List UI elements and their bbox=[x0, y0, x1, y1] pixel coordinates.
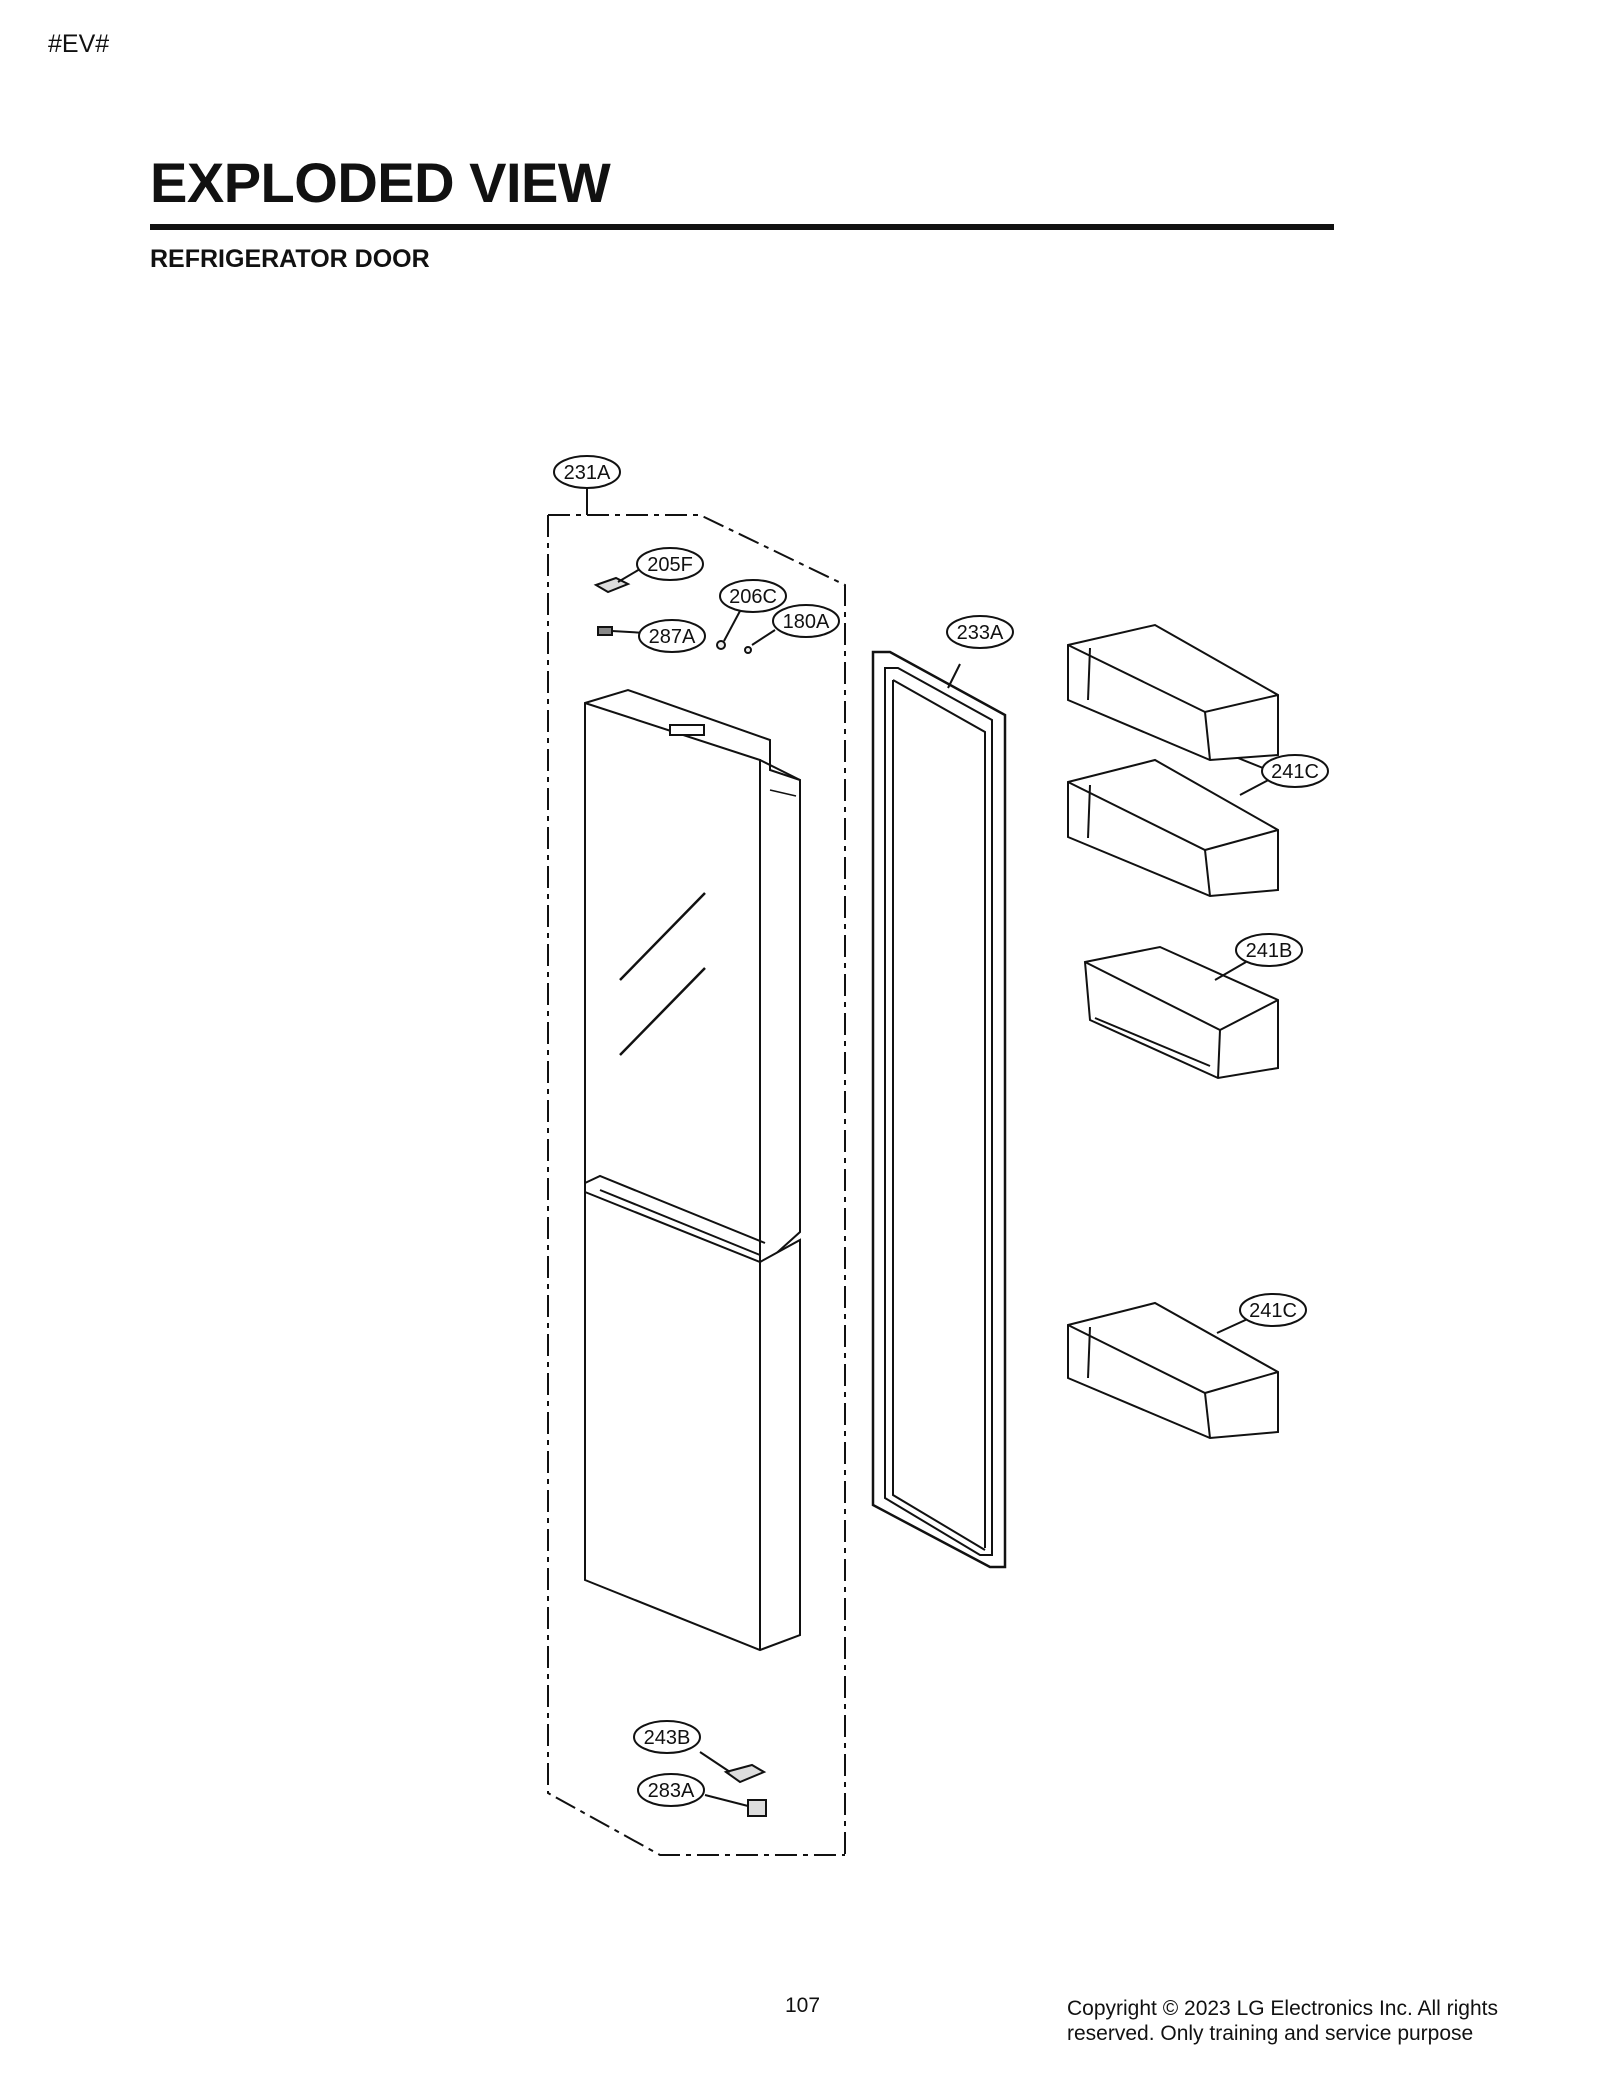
copyright-notice: Copyright © 2023 LG Electronics Inc. All… bbox=[1067, 1997, 1499, 2045]
callout-180A-bubble bbox=[772, 604, 840, 638]
callout-231A-label: 231A bbox=[564, 462, 611, 484]
door-bin-241C-upper-1 bbox=[1067, 623, 1279, 762]
door-gasket-233A bbox=[871, 650, 1007, 1569]
callout-205F-label: 205F bbox=[647, 554, 693, 576]
callout-205F-bubble bbox=[636, 547, 704, 581]
callout-243B-label: 243B bbox=[644, 1727, 691, 1749]
section-subtitle: REFRIGERATOR DOOR bbox=[150, 245, 430, 273]
callout-287A-label: 287A bbox=[649, 626, 696, 648]
part-205F bbox=[593, 568, 641, 594]
callout-241B-label: 241B bbox=[1246, 940, 1293, 962]
callout-241B-bubble bbox=[1235, 933, 1303, 967]
callout-243B-bubble bbox=[633, 1720, 701, 1754]
callout-206C-label: 206C bbox=[729, 586, 777, 608]
callout-206C-bubble bbox=[719, 579, 787, 613]
callout-283A-bubble bbox=[637, 1773, 705, 1807]
door-bin-241B bbox=[1083, 945, 1279, 1080]
door-bin-241C-lower bbox=[1067, 1301, 1279, 1440]
callout-287A-bubble bbox=[638, 619, 706, 653]
callout-241C-upper-label: 241C bbox=[1271, 761, 1319, 783]
part-283A bbox=[704, 1794, 767, 1817]
callout-241C-lower-bubble bbox=[1239, 1293, 1307, 1327]
callout-233A-label: 233A bbox=[957, 622, 1004, 644]
callout-241C-upper-bubble bbox=[1261, 754, 1329, 788]
callout-180A-label: 180A bbox=[783, 611, 830, 633]
page-number: 107 bbox=[785, 1994, 821, 2017]
callout-241C-lower-label: 241C bbox=[1249, 1300, 1297, 1322]
callout-283A-label: 283A bbox=[648, 1780, 695, 1802]
door-assembly bbox=[584, 688, 801, 1652]
door-bin-241C-upper-2 bbox=[1067, 758, 1279, 898]
part-180A bbox=[744, 629, 776, 654]
document-tag: #EV# bbox=[48, 30, 110, 58]
callout-233A-bubble bbox=[946, 615, 1014, 649]
assembly-boundary-231A bbox=[547, 487, 846, 1856]
callout-231A-bubble bbox=[553, 455, 621, 489]
title-rule bbox=[150, 224, 1334, 230]
part-206C bbox=[716, 610, 741, 650]
part-243B bbox=[699, 1751, 767, 1784]
page-title: EXPLODED VIEW bbox=[150, 151, 611, 214]
